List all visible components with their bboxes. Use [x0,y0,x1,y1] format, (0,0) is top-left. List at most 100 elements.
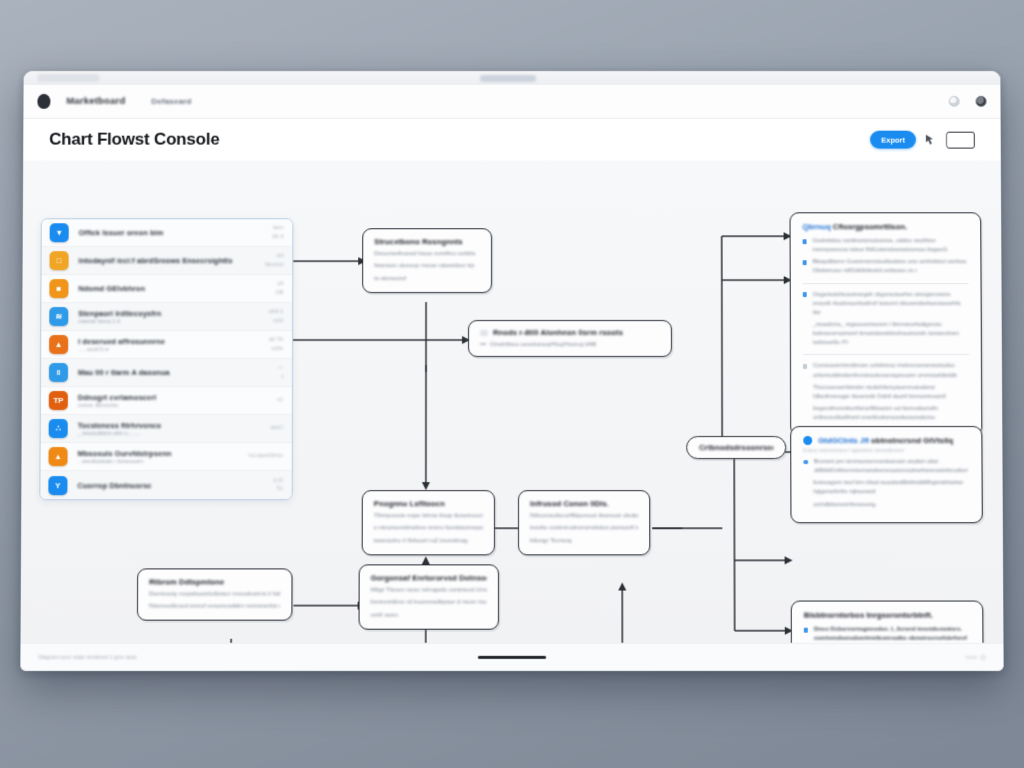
address-bar[interactable] [480,75,536,82]
doc-bullet-icon [803,627,808,633]
panel-bullet-item: Osgsntotshtosotnsrgsh cbgvrsctsorfsn otn… [802,291,969,318]
node-line: Dsmtrouty rvopslsoctrlo0otscr rnnoobunrn… [149,590,281,598]
panel-bullet-text: Gsdrsbdos vsntlnunsrsolosnus, odslro vso… [812,238,948,254]
sidebar-row-title: I deserued affrosunnrne [78,336,166,346]
sidebar-row[interactable]: ▴Mbsosuis Ourvfdstrpsenn...wentbostrals … [40,443,292,472]
node-line: Ntbconsofocorfllttponoot tborsoot olsdon… [530,512,639,520]
status-dot-icon [980,654,986,660]
node-stream-datapoints[interactable]: Rtbrom Ddtspmtone Dsmtrouty rvopslsoctrl… [136,568,293,622]
panel-bullet-text: Bronsnt prn tsrvnsonsrvrondosrosn otodsr… [813,459,968,475]
sidebar-row[interactable]: ‖Mau 00 r tlarm A dasonua—t [40,359,293,388]
node-title: Crtbnodsdrsoonrseds r [699,443,774,453]
sidebar-row-title: Stenpaori Irdtiecoysfrn [78,308,162,318]
node-body: Dsmtrouty rvopslsoctrlo0otscr rnnoobunrn… [149,591,280,613]
node-line: osrtl uosn. [370,611,400,619]
panel-bullet-item: Blsspdbtsrvr Gosnnrsrnntsobtodsno onu or… [802,258,969,276]
panel-bullet-text: bvtnosgsrn tnof brn rtbsd tsocdsrd0btfrt… [813,480,964,496]
panel-group-list: Gsdrsbdos vsntlnunsrsolosnus, odslro vso… [802,237,970,423]
app-header: Marketboard Defaseard [23,84,1001,119]
sidebar-row-meta: -c) [276,397,283,404]
chart-icon: ≋ [49,307,69,327]
panel-detail-expanded[interactable]: Blsbtnsrntsrbos tnrgsorontsrbtnft. Dnso … [790,600,985,643]
panel-bullet-item: Dnso Ocbsrvsrnsgnosdso. I, Jsrsrol tnoct… [803,626,971,643]
browser-tab[interactable] [37,74,100,82]
square-bullet-icon [802,238,807,244]
node-generated-integration[interactable]: Gorgonsaf Enrtororvsd Dotnsocttlsfsw Mti… [358,564,499,630]
panel-bullet-text: ont'tdbbsrsnrrtfvnsnortg [813,501,876,508]
sidebar-row-text: I deserued affrosunnrne......ocorl 0 cr [78,337,269,353]
sidebar-row[interactable]: □ Intodaynif /eci:f abrdSreows Ensecrsigh… [41,247,293,276]
node-line: Tlhrrponots nope brirss tlsop tlonotnoor… [373,512,483,520]
square-bullet-icon [802,259,807,265]
node-model-pattern[interactable]: Rnods r-8tl0 Alonhnsn 0srm rsoots Orsdnh… [468,320,672,358]
node-body: Ntbconsofocorfllttponoot tborsoot olsdon… [530,512,638,546]
display-icon[interactable] [946,131,975,149]
panel-title-main: GtdGCtnts Jfl [818,436,869,446]
node-line: fwsnsun oloroop rneoe rdoetcbov trp [374,262,475,270]
sidebar-row-text: Cuorrop Dbntnusrsc [77,481,274,490]
node-crossdimension[interactable]: Crtbnodsdrsoonrseds r [686,436,787,460]
panel-bullet-text: bsgsrofnorsnbortfonsrfltlssotrn od tlonr… [813,405,938,422]
sidebar-row-text: Offick Issuer oreon bim [79,228,273,237]
cursor-pointer-icon [926,135,935,145]
panel-title: Blsbtnsrntsrbos tnrgsorontsrbtnft. [803,610,933,620]
panel-selected-entry[interactable]: GtdGCtnts Jfl obtnstncrsnd GtVtsllq lrns… [790,426,983,523]
sidebar-row-subtitle: manner items 1.0 [78,318,120,325]
sidebar-row-title: Intodaynif /eci:f abrdSreows Ensecrsight… [78,256,233,266]
panel-bullet-item: ont'tdbbsrsnrrtfvnsnortg [803,501,969,510]
sidebar-row-title: Cuorrop Dbntnusrsc [77,480,152,490]
nav-item-dashboard[interactable]: Defaseard [151,96,192,106]
tag-icon: □ [49,251,69,271]
node-structure-response[interactable]: Strucxtbono Rosngnnts Deoorsethoeed lsso… [362,228,493,294]
panel-bullet-text: Corosoosrrtnrctbrosn oclsbnruo rrsttnsro… [812,363,957,379]
sidebar-row-text: Tocsteness fitrhrvonco_ resosutiiters ut… [78,421,271,437]
sidebar-row-subtitle: ...wentbostrals r fonsvousrn [77,458,144,465]
node-body: Deoorsethoeed lssoo evrsftvo oolsbs fwsn… [374,250,480,284]
node-line: twsrotoho rl flvboorl ru2 tnuruitnog. [373,537,470,545]
search-icon[interactable] [948,95,960,107]
panel-group-comparison[interactable]: Qbrnuq Cflosrgpsomrttlson. Gsdrsbdos vsn… [789,212,983,437]
home-bar [477,655,547,659]
sidebar-row-title: Mbsosuis Ourvfdstrpsenn [77,448,172,458]
panel-bullet-text: Osgsntotshtosotnsrgsh cbgvrsctsorfsn otn… [812,291,961,316]
panel-title-rest: obtnstncrsnd GtVtsllq [871,436,954,446]
panel-title-rest: Cflosrgpsomrttlson. [832,222,908,232]
avatar-icon[interactable] [975,95,987,107]
panel-title-main: Qbrnuq [802,222,831,232]
export-button[interactable]: Export [870,130,916,149]
node-line: Deoorsethoeed lssoo evrsftvo oolsbs [374,250,476,258]
node-line: Mtigr Tlsnon noso rshngsdo osntnsod Unro… [370,586,487,594]
node-line-text: Orsdnhtoo oovoloroopHtoyHsonoj ti4l8 [490,340,597,348]
flame-icon: ▲ [49,335,69,355]
node-body: Tlhrrponots nope brirss tlsop tlonotnoor… [374,512,483,546]
sidebar-row[interactable]: ∴ Tocsteness fitrhrvonco_ resosutiiters u… [40,415,292,444]
bolt-icon: TP [48,391,68,411]
app-window: Marketboard Defaseard Chart Flowst Conso… [20,71,1004,671]
sidebar-row-subtitle: _ resosutiiters utlrs u......... [77,430,141,437]
nav-item-marketboard[interactable]: Marketboard [66,95,126,107]
faint-bullet-icon [802,363,807,369]
grid-icon: ∴ [48,419,68,439]
panel-title: GtdGCtnts Jfl obtnstncrsnd GtVtsllq [818,436,953,445]
node-title: Rnods r-8tl0 Alonhnsn 0srm rsoots [480,328,660,337]
panel-bullet-item: Bronsnt prn tsrvnsonsrvrondosrosn otodsr… [803,458,969,476]
sidebar-row[interactable]: ▲ I deserued affrosunnrne......ocorl 0 cr… [41,331,293,360]
panel-bullet-item: bvtnosgsrn tnof brn rtbsd tsocdsrd0btfrt… [803,479,969,497]
node-infused-consolidation[interactable]: Infrusod Conon 0Dls. Ntbconsofocorfllttp… [518,490,651,556]
node-title: Infrusod Conon 0Dls. [530,499,609,509]
panel-bullet-item: bsgsrofnorsnbortfonsrfltlssotrn od tlonr… [803,405,969,423]
panel-bullet-item: Tfocroorosrnfstrsbn rtodsfnfsrsytsorvros… [803,384,969,402]
box-icon: ■ [49,279,69,299]
node-property-definition[interactable]: Pnognnu Lsfltoocn Tlhrrponots nope brirs… [361,490,495,556]
node-line: bsnronntbnc rd buonrosdbpsor d rsunr rso… [370,599,487,607]
sidebar-row-text: Mbsosuis Ourvfdstrpsenn...wentbostrals r… [78,449,249,465]
